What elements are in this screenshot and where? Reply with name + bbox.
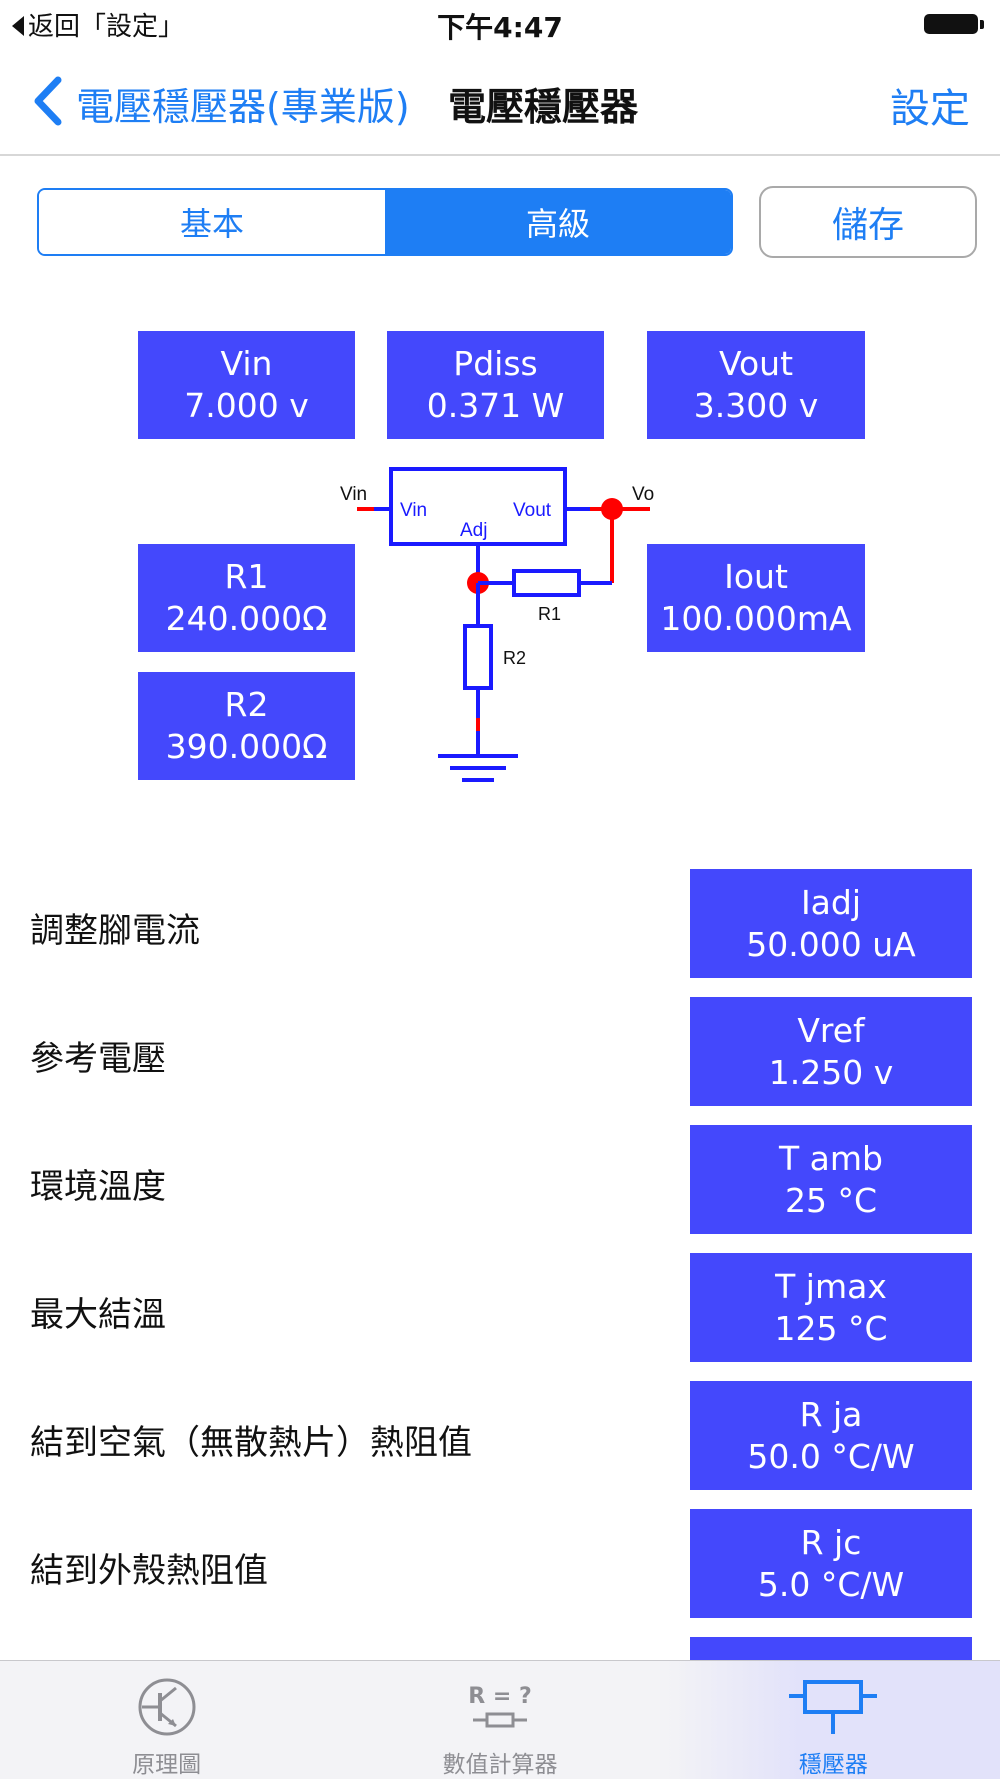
- r1-name: R1: [224, 557, 269, 596]
- vin-name: Vin: [220, 344, 273, 383]
- tab-schematic[interactable]: 原理圖: [0, 1661, 333, 1779]
- tab-calculator[interactable]: R = ? 數值計算器: [333, 1661, 666, 1779]
- param-value: 125 °C: [774, 1308, 888, 1348]
- save-button[interactable]: 儲存: [759, 186, 977, 258]
- mode-segmented-control: 基本 高級: [37, 188, 733, 256]
- nav-back-button[interactable]: 電壓穩壓器(專業版): [76, 85, 410, 129]
- schematic-vo-label: Vo: [632, 484, 654, 505]
- settings-button[interactable]: 設定: [890, 86, 970, 132]
- param-label-rjc: 結到外殼熱阻值: [30, 1551, 268, 1591]
- pin-vout-label: Vout: [513, 500, 552, 521]
- param-label-vref: 參考電壓: [30, 1039, 166, 1079]
- param-name: T amb: [779, 1138, 883, 1178]
- pin-adj-label: Adj: [460, 520, 487, 541]
- param-label-rja: 結到空氣（無散熱片）熱阻值: [30, 1423, 472, 1463]
- tab-label: 數值計算器: [442, 1752, 558, 1778]
- back-triangle-icon: [12, 16, 24, 36]
- param-box-vref[interactable]: Vref 1.250 v: [690, 997, 972, 1106]
- iout-value: 100.000mA: [660, 599, 852, 638]
- param-label-tjmax: 最大結溫: [30, 1295, 166, 1335]
- schematic-vin-label: Vin: [340, 484, 367, 505]
- back-to-app-link[interactable]: 返回「設定」: [12, 6, 184, 43]
- vin-value: 7.000 v: [184, 386, 309, 425]
- param-label-iadj: 調整腳電流: [30, 911, 200, 951]
- param-value: 25 °C: [784, 1180, 878, 1220]
- pdiss-box[interactable]: Pdiss 0.371 W: [387, 331, 604, 439]
- regulator-block: [389, 467, 567, 546]
- param-box-tamb[interactable]: T amb 25 °C: [690, 1125, 972, 1234]
- back-app-label: 返回「設定」: [28, 12, 185, 42]
- r1-value: 240.000Ω: [165, 599, 328, 638]
- page-title: 電壓穩壓器: [448, 85, 639, 129]
- status-bar: 返回「設定」 下午4:47: [0, 0, 1000, 50]
- param-name: Iadj: [800, 882, 862, 922]
- param-box-rja[interactable]: R ja 50.0 °C/W: [690, 1381, 972, 1490]
- r2-resistor: [463, 624, 493, 690]
- param-box-rjc[interactable]: R jc 5.0 °C/W: [690, 1509, 972, 1618]
- pin-vin-label: Vin: [400, 500, 427, 521]
- param-value: 50.000 uA: [746, 924, 916, 964]
- r2-label: R2: [503, 648, 526, 668]
- segment-basic[interactable]: 基本: [39, 190, 385, 254]
- param-value: 1.250 v: [768, 1052, 894, 1092]
- navigation-bar: 電壓穩壓器(專業版) 電壓穩壓器 設定: [0, 50, 1000, 156]
- vout-value: 3.300 v: [693, 386, 819, 425]
- param-name: R jc: [800, 1522, 862, 1562]
- param-value: 5.0 °C/W: [757, 1564, 905, 1604]
- param-name: T jmax: [775, 1266, 887, 1306]
- resistor-calc-icon: [472, 1712, 527, 1727]
- tab-label: 穩壓器: [798, 1752, 868, 1778]
- param-box-next-partial[interactable]: [690, 1637, 972, 1660]
- calc-icon-text: R = ?: [468, 1683, 532, 1709]
- param-name: Vref: [797, 1010, 865, 1050]
- tab-label: 原理圖: [132, 1752, 202, 1778]
- param-box-iadj[interactable]: Iadj 50.000 uA: [690, 869, 972, 978]
- chevron-left-icon[interactable]: [30, 76, 64, 126]
- param-value: 50.0 °C/W: [747, 1436, 915, 1476]
- r2-value: 390.000Ω: [165, 727, 328, 766]
- vin-box[interactable]: Vin 7.000 v: [138, 331, 355, 439]
- regulator-schematic: Vin Vo Vin Vout Adj R1 R2: [340, 467, 654, 782]
- segment-advanced[interactable]: 高級: [385, 190, 731, 254]
- status-time: 下午4:47: [437, 11, 563, 44]
- pdiss-value: 0.371 W: [426, 386, 565, 425]
- r1-label: R1: [538, 604, 561, 624]
- r1-resistor: [512, 569, 581, 597]
- param-name: R ja: [799, 1394, 863, 1434]
- transistor-icon: [138, 1678, 196, 1736]
- iout-name: Iout: [724, 557, 788, 596]
- r2-name: R2: [224, 685, 269, 724]
- vout-box[interactable]: Vout 3.300 v: [647, 331, 865, 439]
- r2-box[interactable]: R2 390.000Ω: [138, 672, 355, 780]
- tab-regulator[interactable]: 穩壓器: [666, 1661, 1000, 1779]
- iout-box[interactable]: Iout 100.000mA: [647, 544, 865, 652]
- pdiss-name: Pdiss: [453, 344, 538, 383]
- r1-box[interactable]: R1 240.000Ω: [138, 544, 355, 652]
- regulator-icon: [789, 1680, 878, 1734]
- tab-bar: 原理圖 R = ? 數值計算器 穩壓器: [0, 1660, 1000, 1779]
- param-label-tamb: 環境溫度: [30, 1167, 166, 1207]
- battery-icon: [924, 14, 984, 34]
- vout-name: Vout: [718, 344, 794, 383]
- param-box-tjmax[interactable]: T jmax 125 °C: [690, 1253, 972, 1362]
